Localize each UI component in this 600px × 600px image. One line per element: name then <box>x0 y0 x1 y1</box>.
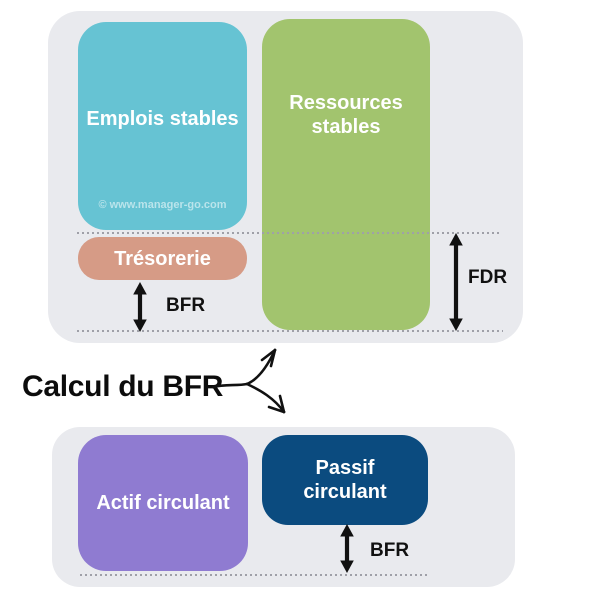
watermark-text: © www.manager-go.com <box>98 199 227 211</box>
fdr-double-arrow <box>447 233 465 331</box>
passif-circulant-box: Passif circulant <box>262 435 428 525</box>
fork-arrow-icon <box>211 348 286 414</box>
dotted-line-top <box>77 232 500 234</box>
passif-circulant-label: Passif circulant <box>303 457 387 503</box>
diagram-title: Calcul du BFR <box>22 370 224 403</box>
ressources-stables-box: Ressources stables <box>262 19 430 330</box>
double-arrow-icon <box>340 524 354 573</box>
fork-arrow <box>205 339 300 429</box>
actif-circulant-label: Actif circulant <box>96 492 230 514</box>
ressources-stables-label: Ressources stables <box>289 92 403 138</box>
emplois-stables-label: Emplois stables <box>86 108 239 130</box>
bfr-double-arrow-bottom <box>338 524 356 573</box>
bfr-label-bottom: BFR <box>370 540 410 561</box>
fdr-label: FDR <box>468 267 508 288</box>
dotted-line-middle <box>77 330 503 332</box>
bfr-label-top: BFR <box>166 295 206 316</box>
dotted-line-bottom <box>80 574 428 576</box>
tresorerie-box: Trésorerie <box>78 237 247 280</box>
bfr-double-arrow-top <box>131 282 149 332</box>
tresorerie-label: Trésorerie <box>114 247 211 270</box>
double-arrow-icon <box>133 282 147 332</box>
double-arrow-icon <box>449 233 463 331</box>
emplois-stables-box: Emplois stables <box>78 22 247 230</box>
actif-circulant-box: Actif circulant <box>78 435 248 571</box>
